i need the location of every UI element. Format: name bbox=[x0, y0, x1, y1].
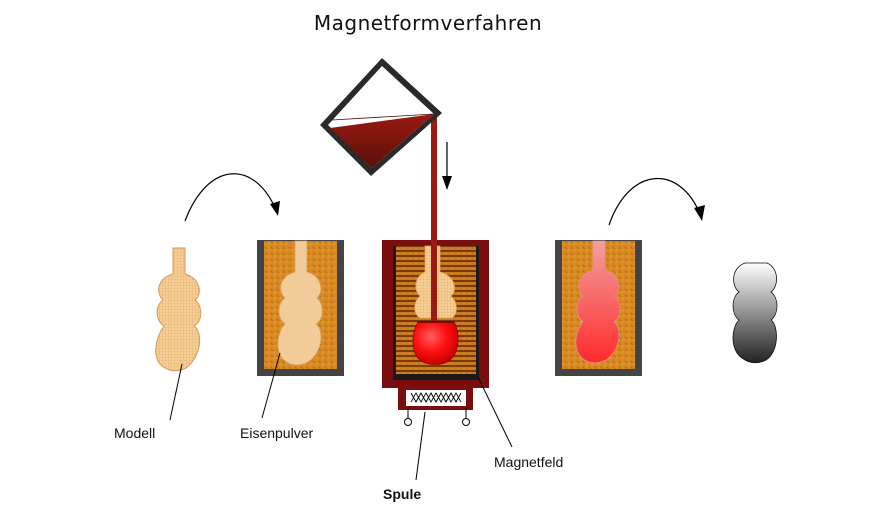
model-pattern bbox=[155, 247, 202, 372]
down-arrow-icon bbox=[442, 142, 452, 190]
curved-arrow-icon bbox=[608, 177, 705, 226]
label-spule: Spule bbox=[383, 486, 421, 502]
magnetic-coil-mold bbox=[382, 116, 489, 410]
ladle-icon bbox=[320, 58, 442, 176]
label-leader-lines bbox=[169, 352, 513, 481]
coil-icon bbox=[404, 391, 470, 426]
label-modell: Modell bbox=[114, 425, 155, 441]
curved-arrow-icon bbox=[184, 173, 280, 222]
label-magnetfeld: Magnetfeld bbox=[494, 454, 563, 470]
final-casting bbox=[732, 262, 778, 364]
flask-with-iron-powder bbox=[257, 240, 344, 376]
label-eisenpulver: Eisenpulver bbox=[240, 425, 313, 441]
diagram-title: Magnetformverfahren bbox=[314, 11, 542, 35]
flask-with-casting bbox=[555, 240, 642, 376]
